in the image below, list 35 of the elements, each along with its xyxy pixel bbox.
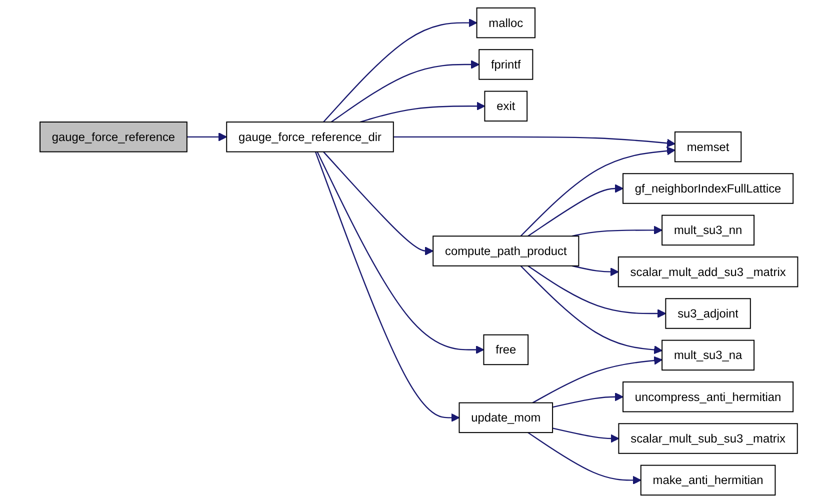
node-box: gf_neighborIndexFullLattice <box>622 173 794 204</box>
node-box: fprintf <box>478 49 534 80</box>
node-box: scalar_mult_add_su3 _matrix <box>618 256 798 288</box>
node-box: free <box>483 334 529 366</box>
arrow <box>532 356 663 404</box>
arrow <box>552 392 624 408</box>
arrow <box>528 184 624 237</box>
arrow <box>528 265 666 318</box>
arrow <box>360 102 486 123</box>
node-box: uncompress_anti_hermitian <box>622 381 794 412</box>
arrow <box>572 265 619 276</box>
arrow <box>520 146 676 237</box>
arrow <box>572 226 663 237</box>
node-box: mult_su3_na <box>662 340 755 371</box>
node-box: su3_adjoint <box>665 298 752 329</box>
arrow <box>552 428 620 443</box>
arrow <box>394 136 676 148</box>
node-box: memset <box>674 131 742 162</box>
node-box: update_mom <box>458 402 554 434</box>
node-box: gauge_force_reference <box>40 122 188 152</box>
node-box: mult_su3_nn <box>662 214 755 246</box>
node-box: make_anti_hermitian <box>640 464 776 496</box>
arrow <box>331 60 480 123</box>
arrow <box>316 152 484 354</box>
arrow <box>187 132 228 142</box>
node-box: compute_path_product <box>432 236 580 266</box>
arrow <box>520 265 663 354</box>
node-box: exit <box>484 90 528 122</box>
arrow <box>315 152 460 422</box>
node-box: gauge_force_reference_dir <box>226 122 394 152</box>
arrow <box>528 432 642 485</box>
node-box: scalar_mult_sub_su3 _matrix <box>618 423 798 454</box>
arrow <box>323 151 434 256</box>
node-box: malloc <box>476 7 536 38</box>
arrow <box>323 18 478 122</box>
